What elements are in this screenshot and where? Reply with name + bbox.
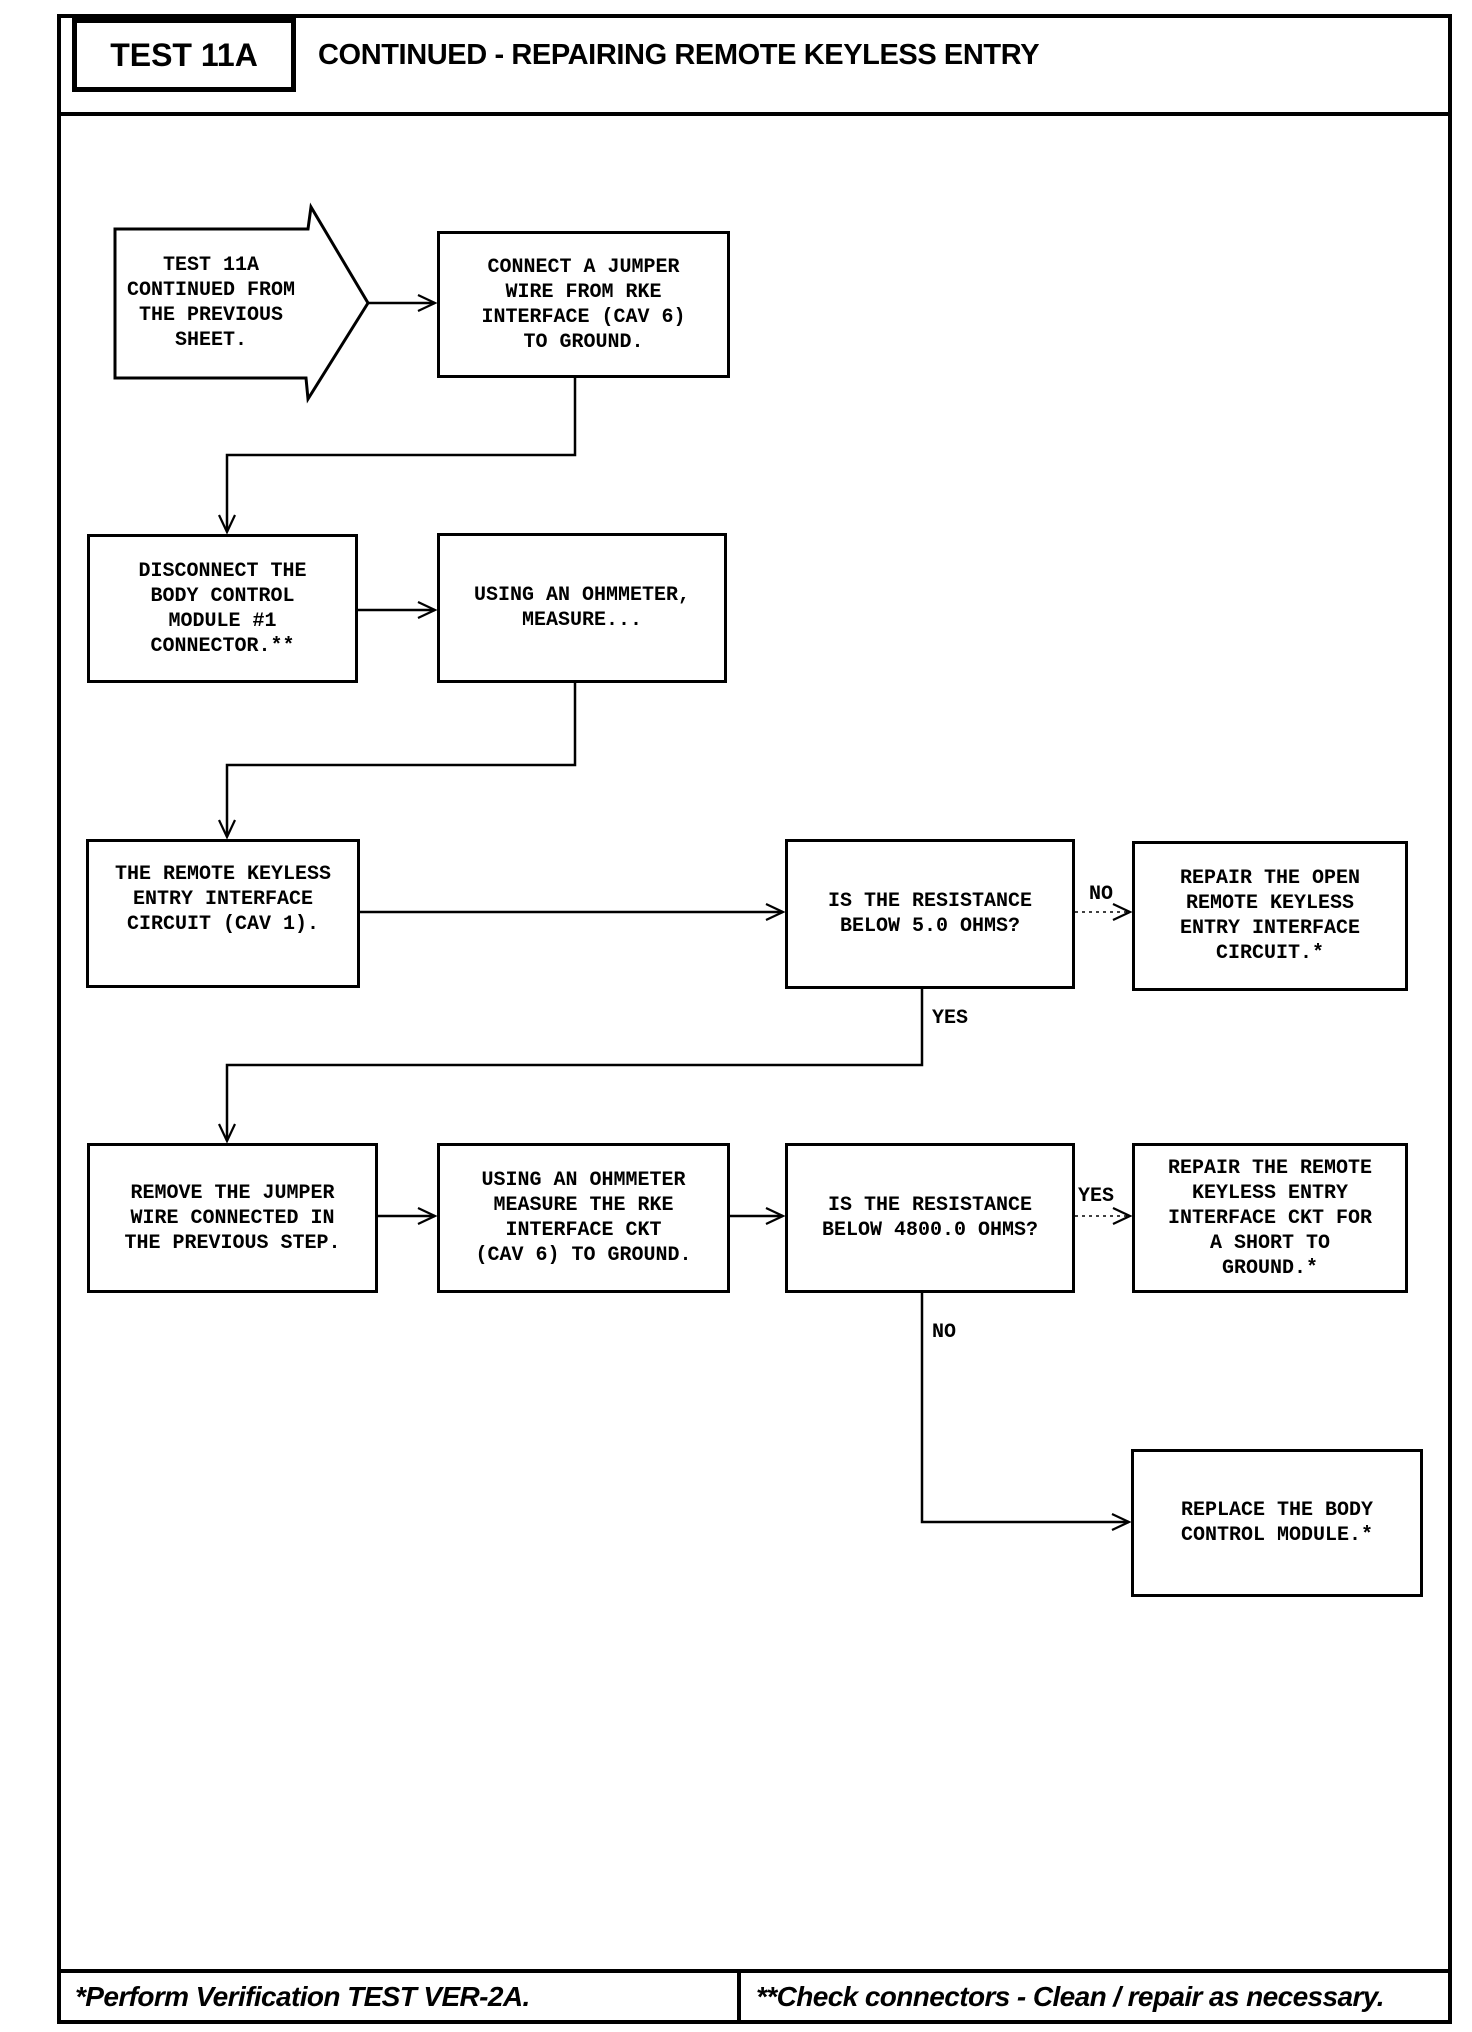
arrowhead-disconnect-bcm-to-using-ohmmeter	[417, 601, 438, 619]
page-title: CONTINUED - REPAIRING REMOTE KEYLESS ENT…	[318, 18, 1040, 92]
flow-box-line: GROUND.*	[1221, 1256, 1318, 1280]
flow-box-line: BODY CONTROL	[150, 584, 295, 608]
flag-text-line: THE PREVIOUS	[138, 304, 284, 327]
connector-using-ohmmeter-to-rke-circuit	[225, 683, 577, 837]
flow-box-line: USING AN OHMMETER,	[473, 584, 691, 607]
arrowhead-remove-jumper-to-measure	[417, 1207, 438, 1225]
flag-text-line: SHEET.	[174, 329, 247, 352]
flow-box-line: CONNECT A JUMPER	[487, 255, 680, 279]
footer-center-divider	[737, 1969, 741, 2024]
footer-divider-line	[57, 1969, 1452, 1973]
flow-box-line: A SHORT TO	[1209, 1231, 1331, 1255]
header-divider-line	[57, 112, 1452, 116]
footer-note-connectors: **Check connectors - Clean / repair as n…	[756, 1973, 1384, 2021]
page-title-text: CONTINUED - REPAIRING REMOTE KEYLESS ENT…	[318, 38, 1040, 71]
connector-question-5-ohms-yes-branch	[225, 989, 924, 1141]
flow-box-line: THE REMOTE KEYLESS	[114, 863, 332, 886]
flow-box-line: INTERFACE CKT	[505, 1219, 662, 1242]
arrowhead-connect-jumper-to-disconnect-bcm	[218, 514, 236, 535]
test-id-label: TEST 11A	[110, 36, 258, 73]
flow-box-line: ENTRY INTERFACE	[1179, 917, 1361, 940]
flow-box-line: WIRE CONNECTED IN	[130, 1206, 335, 1230]
footer-note-verification-text: *Perform Verification TEST VER-2A.	[75, 1981, 530, 2012]
flow-box-line: MEASURE...	[521, 609, 643, 632]
flow-box-line: REMOVE THE JUMPER	[130, 1181, 335, 1205]
flow-box-line: KEYLESS ENTRY	[1191, 1181, 1349, 1205]
flow-box-line: CIRCUIT.*	[1215, 942, 1325, 965]
flag-text-line: CONTINUED FROM	[126, 279, 296, 302]
flow-box-line: WIRE FROM RKE	[505, 280, 662, 304]
flow-box-line: CIRCUIT (CAV 1).	[126, 913, 320, 936]
flow-box-line: REPAIR THE OPEN	[1179, 867, 1361, 890]
arrowhead-using-ohmmeter-to-rke-circuit	[218, 819, 236, 840]
flow-box-line: BELOW 5.0 OHMS?	[839, 915, 1021, 938]
flow-box-line: INTERFACE CKT FOR	[1167, 1206, 1373, 1230]
flow-box-line: REPAIR THE REMOTE	[1167, 1156, 1373, 1180]
page-border	[57, 14, 1452, 2024]
arrowhead-question-4800-ohms-yes-branch	[1112, 1207, 1133, 1225]
flow-box-line: MODULE #1	[168, 609, 277, 633]
branch-label-no-4800-ohms: NO	[932, 1321, 957, 1344]
branch-label-yes-4800-ohms: YES	[1078, 1185, 1115, 1208]
branch-label-no-5-ohms: NO	[1089, 883, 1114, 906]
flag-text-line: TEST 11A	[162, 254, 259, 277]
footer-note-verification: *Perform Verification TEST VER-2A.	[75, 1973, 530, 2021]
test-id-badge: TEST 11A	[72, 18, 296, 92]
flow-box-using-ohmmeter-measure: USING AN OHMMETER,MEASURE...	[437, 533, 727, 683]
branch-label-yes-5-ohms: YES	[932, 1007, 969, 1030]
flow-box-line: ENTRY INTERFACE	[132, 888, 314, 911]
continued-flag-shape	[113, 202, 370, 404]
footer-note-connectors-text: **Check connectors - Clean / repair as n…	[756, 1981, 1384, 2012]
arrowhead-question-5-ohms-yes-branch	[218, 1123, 236, 1144]
flow-box-line: USING AN OHMMETER	[481, 1169, 686, 1192]
flow-box-line: CONNECTOR.**	[150, 634, 295, 658]
flow-box-line: IS THE RESISTANCE	[827, 1194, 1033, 1217]
flow-box-line: DISCONNECT THE	[138, 559, 307, 583]
arrowhead-flag-to-connect-jumper	[417, 294, 438, 312]
flow-box-line: IS THE RESISTANCE	[827, 890, 1033, 913]
flow-box-line: MEASURE THE RKE	[493, 1194, 674, 1217]
flow-box-line: CONTROL MODULE.*	[1180, 1524, 1374, 1547]
flow-box-line: THE PREVIOUS STEP.	[124, 1231, 341, 1255]
connector-question-4800-ohms-no-branch	[920, 1293, 1129, 1524]
arrowhead-question-5-ohms-no-branch	[1112, 903, 1133, 921]
arrowhead-question-4800-ohms-no-branch	[1111, 1513, 1132, 1531]
arrowhead-rke-circuit-to-question-5-ohms	[765, 903, 786, 921]
arrowhead-measure-to-question-4800-ohms	[765, 1207, 786, 1225]
flow-box-line: (CAV 6) TO GROUND.	[475, 1244, 692, 1267]
flow-box-line: BELOW 4800.0 OHMS?	[821, 1219, 1039, 1242]
flow-box-line: REPLACE THE BODY	[1180, 1499, 1374, 1522]
flow-box-line: INTERFACE (CAV 6)	[481, 305, 686, 329]
flow-box-line: TO GROUND.	[523, 330, 644, 354]
connector-connect-jumper-to-disconnect-bcm	[225, 378, 577, 532]
flow-box-line: REMOTE KEYLESS	[1185, 892, 1355, 915]
